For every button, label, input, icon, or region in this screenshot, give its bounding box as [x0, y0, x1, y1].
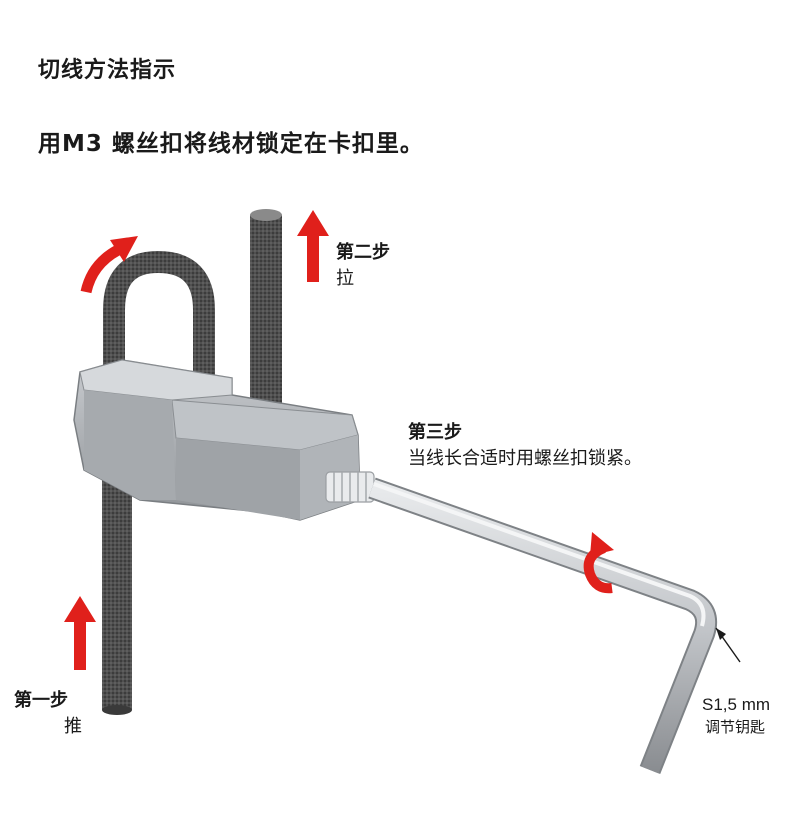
step-2-label: 第二步 拉 [336, 240, 390, 292]
step-1-label: 第一步 推 [14, 688, 82, 740]
threaded-screw [326, 472, 374, 502]
arrow-up-icon [64, 596, 96, 670]
step-3-desc: 当线长合适时用螺丝扣锁紧。 [408, 446, 642, 472]
wire-upper [250, 215, 282, 430]
step-3-label: 第三步 当线长合适时用螺丝扣锁紧。 [408, 420, 642, 472]
step-3-title: 第三步 [408, 420, 642, 446]
page-subtitle: 用M3 螺丝扣将线材锁定在卡扣里。 [38, 124, 424, 158]
wire-end-cap [250, 209, 282, 221]
step-2-title: 第二步 [336, 240, 390, 266]
step-1-title: 第一步 [14, 688, 82, 714]
wire-lower [102, 470, 132, 710]
wrench-spec: S1,5 mm [702, 694, 770, 716]
page-title: 切线方法指示 [38, 52, 176, 84]
hex-key [372, 488, 706, 770]
step-1-desc: 推 [14, 714, 82, 740]
arrow-up-icon [297, 210, 329, 282]
wrench-label: S1,5 mm 调节钥匙 [702, 694, 770, 738]
wrench-name: 调节钥匙 [702, 716, 770, 738]
step-2-desc: 拉 [336, 266, 390, 292]
